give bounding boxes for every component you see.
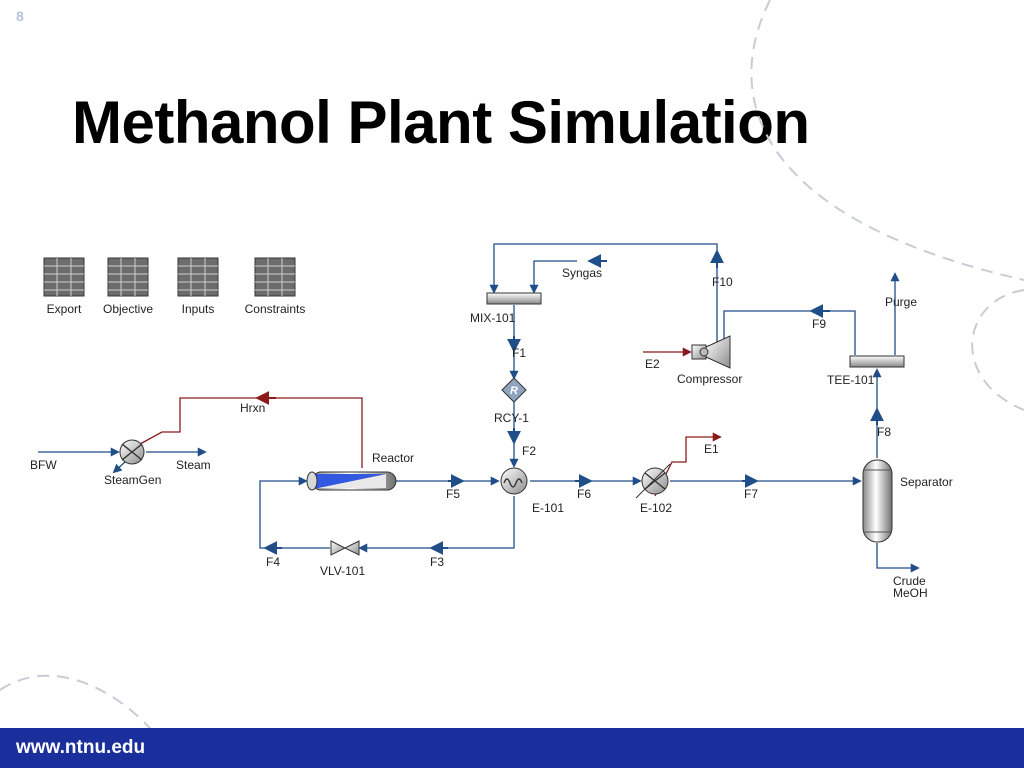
- label-e-101: E-101: [532, 501, 564, 515]
- footer-bar: www.ntnu.edu: [0, 728, 1024, 768]
- label-f5: F5: [446, 487, 460, 501]
- separator-vessel[interactable]: [862, 459, 893, 543]
- spreadsheet-constraints-label: Constraints: [245, 302, 306, 316]
- label-steam: Steam: [176, 458, 211, 472]
- label-hrxn: Hrxn: [240, 401, 265, 415]
- label-e1: E1: [704, 442, 719, 456]
- process-flowsheet: Export Objective Inputs Constraints: [30, 243, 953, 600]
- stream-f9-line[interactable]: [723, 310, 856, 355]
- label-f6: F6: [577, 487, 591, 501]
- label-rcy-1: RCY-1: [494, 411, 529, 425]
- label-purge: Purge: [885, 295, 917, 309]
- stream-syngas-line[interactable]: [529, 260, 577, 294]
- steamgen-exchanger-icon[interactable]: [119, 439, 145, 465]
- valve-vlv-101[interactable]: [330, 540, 360, 556]
- reactor-icon[interactable]: [306, 471, 397, 491]
- stream-f4-line[interactable]: [259, 476, 330, 549]
- label-e-102: E-102: [640, 501, 672, 515]
- label-f3: F3: [430, 555, 444, 569]
- label-steamgen: SteamGen: [104, 473, 161, 487]
- label-meoh: MeOH: [893, 586, 928, 600]
- slide-number: 8: [16, 8, 24, 24]
- compressor-icon[interactable]: [691, 335, 731, 369]
- spreadsheet-export-icon[interactable]: [43, 257, 85, 297]
- label-tee-101: TEE-101: [827, 373, 875, 387]
- label-f9: F9: [812, 317, 826, 331]
- energy-hrxn-line[interactable]: [139, 397, 363, 468]
- energy-e1-line[interactable]: [654, 432, 722, 497]
- label-f4: F4: [266, 555, 280, 569]
- label-f2: F2: [522, 444, 536, 458]
- e-101-exchanger-icon[interactable]: [500, 467, 528, 495]
- stream-crude-meoh-line[interactable]: [876, 543, 920, 573]
- footer-url: www.ntnu.edu: [16, 737, 146, 758]
- label-separator: Separator: [900, 475, 953, 489]
- spreadsheet-inputs-icon[interactable]: [177, 257, 219, 297]
- steamgen-outlet-line: [112, 461, 126, 474]
- mixer-mix-101[interactable]: [486, 292, 542, 305]
- label-syngas: Syngas: [562, 266, 602, 280]
- e-102-cooler-icon[interactable]: [635, 463, 671, 499]
- stream-f3-line[interactable]: [358, 496, 515, 553]
- label-f10: F10: [712, 275, 733, 289]
- spreadsheet-export-label: Export: [47, 302, 82, 316]
- label-crude: Crude: [893, 574, 926, 588]
- label-mix-101: MIX-101: [470, 311, 516, 325]
- label-f8: F8: [877, 425, 891, 439]
- label-reactor: Reactor: [372, 451, 414, 465]
- slide-title: Methanol Plant Simulation: [72, 89, 810, 156]
- spreadsheet-objective-icon[interactable]: [107, 257, 149, 297]
- label-vlv-101: VLV-101: [320, 564, 365, 578]
- label-compressor: Compressor: [677, 372, 742, 386]
- spreadsheet-constraints-icon[interactable]: [254, 257, 296, 297]
- stream-f10-line[interactable]: [489, 243, 718, 345]
- label-bfw: BFW: [30, 458, 57, 472]
- spreadsheet-objective-label: Objective: [103, 302, 153, 316]
- recycle-rcy-1[interactable]: R: [501, 377, 527, 403]
- label-e2: E2: [645, 357, 660, 371]
- spreadsheet-inputs-label: Inputs: [182, 302, 215, 316]
- label-f1: F1: [512, 346, 526, 360]
- label-f7: F7: [744, 487, 758, 501]
- tee-tee-101[interactable]: [849, 355, 905, 368]
- svg-text:R: R: [510, 385, 518, 397]
